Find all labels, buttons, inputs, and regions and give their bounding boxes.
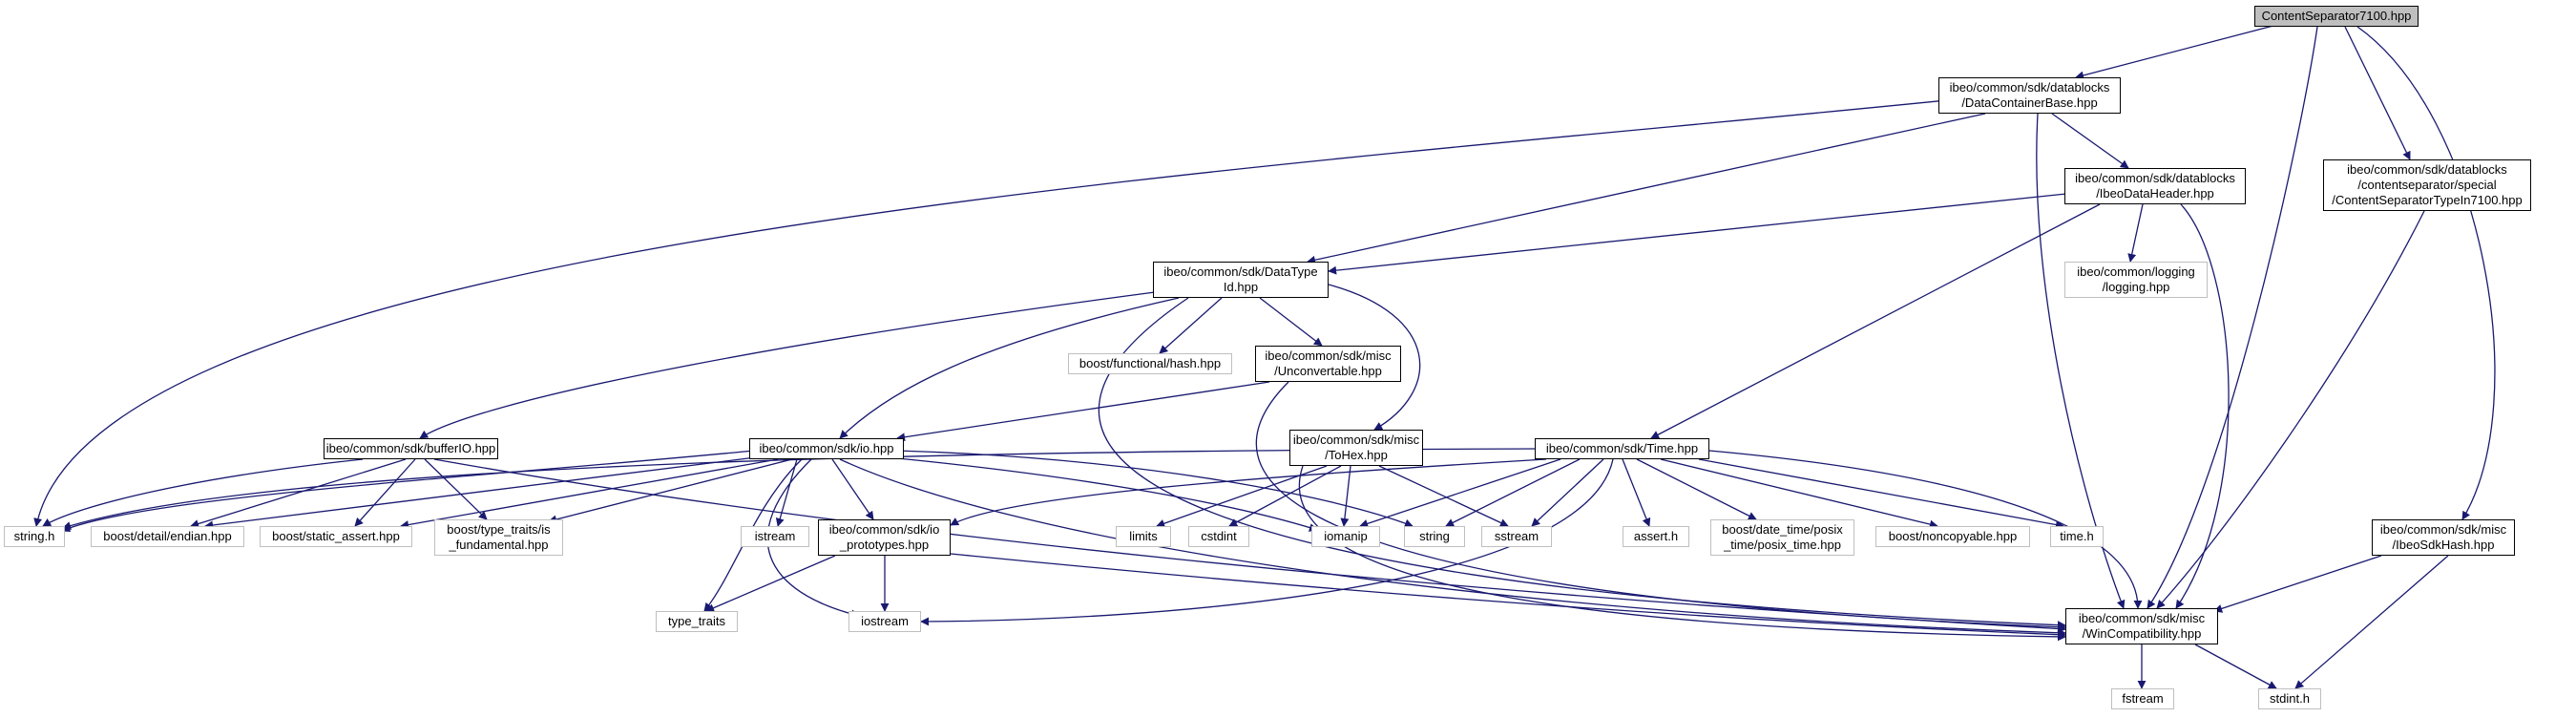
node-fstream[interactable]: fstream xyxy=(2111,688,2174,709)
edge-time-to-posix-time xyxy=(1636,458,1757,520)
node-iostream[interactable]: iostream xyxy=(848,611,921,632)
edge-bufferio-to-is-fundamental xyxy=(424,458,488,520)
node-io-prototypes[interactable]: ibeo/common/sdk/io _prototypes.hpp xyxy=(818,519,951,556)
edge-tohex-to-sstream xyxy=(1378,465,1509,527)
node-time-h[interactable]: time.h xyxy=(2050,526,2104,547)
edge-bufferio-to-static-assert xyxy=(354,458,416,527)
edge-io-to-static-assert xyxy=(400,458,779,530)
node-time[interactable]: ibeo/common/sdk/Time.hpp xyxy=(1535,438,1709,459)
edge-datacontainerbase-to-wincompat xyxy=(2036,113,2126,609)
node-root-file[interactable]: ContentSeparator7100.hpp xyxy=(2254,6,2419,27)
node-type-traits[interactable]: type_traits xyxy=(656,611,738,632)
edge-io-to-iostream xyxy=(766,458,860,619)
dependency-edges xyxy=(33,15,2496,689)
node-string[interactable]: string xyxy=(1404,526,1465,547)
edge-datatypeid-to-wincompat xyxy=(1098,297,2066,630)
edge-ibeodataheader-to-datatypeid xyxy=(1328,193,2067,275)
edge-datacontainerbase-to-ibeodataheader xyxy=(2051,113,2129,169)
edge-datatypeid-to-bufferio xyxy=(419,291,1156,439)
node-istream[interactable]: istream xyxy=(741,526,809,547)
edge-io-to-is-fundamental xyxy=(548,458,793,524)
node-boost-is-fundamental[interactable]: boost/type_traits/is _fundamental.hpp xyxy=(434,519,563,556)
node-boost-static-assert[interactable]: boost/static_assert.hpp xyxy=(260,526,412,547)
edge-datacontainerbase-to-datatypeid xyxy=(1307,113,1986,264)
edge-root-to-cstypein xyxy=(2344,26,2411,160)
edge-datatypeid-to-functional-hash xyxy=(1159,297,1223,354)
edge-io-to-endian xyxy=(204,455,764,530)
node-boost-endian[interactable]: boost/detail/endian.hpp xyxy=(91,526,244,547)
node-ibeo-sdk-hash[interactable]: ibeo/common/sdk/misc /IbeoSdkHash.hpp xyxy=(2372,519,2515,556)
node-win-compatibility[interactable]: ibeo/common/sdk/misc /WinCompatibility.h… xyxy=(2065,608,2218,644)
edge-unconvertable-to-wincompat xyxy=(1255,381,2066,632)
edge-ibeodataheader-to-time xyxy=(1650,203,2101,439)
edge-tohex-to-iomanip xyxy=(1340,465,1351,527)
node-io[interactable]: ibeo/common/sdk/io.hpp xyxy=(749,438,904,459)
edge-root-to-ibeosdkhash xyxy=(2356,26,2496,520)
node-boost-posix-time[interactable]: boost/date_time/posix _time/posix_time.h… xyxy=(1710,519,1854,556)
edge-io-to-string-h xyxy=(61,450,755,532)
edge-io-to-string xyxy=(896,450,1414,528)
edge-root-to-wincompat xyxy=(2147,26,2318,609)
edge-io-to-istream xyxy=(775,458,798,527)
node-sstream[interactable]: sstream xyxy=(1481,526,1552,547)
edge-time-to-assert-h xyxy=(1622,458,1651,527)
node-datatype-id[interactable]: ibeo/common/sdk/DataType Id.hpp xyxy=(1153,262,1329,298)
edge-datatypeid-to-unconvertable xyxy=(1259,297,1323,347)
edge-bufferio-to-string-h xyxy=(42,458,364,527)
node-limits[interactable]: limits xyxy=(1116,526,1171,547)
node-boost-functional-hash[interactable]: boost/functional/hash.hpp xyxy=(1068,353,1232,374)
node-unconvertable[interactable]: ibeo/common/sdk/misc /Unconvertable.hpp xyxy=(1255,346,1401,382)
node-content-separator-type-in-7100[interactable]: ibeo/common/sdk/datablocks /contentsepar… xyxy=(2323,159,2531,211)
node-buffer-io[interactable]: ibeo/common/sdk/bufferIO.hpp xyxy=(324,438,498,459)
edge-time-to-iostream xyxy=(920,458,1614,626)
edge-tohex-to-wincompat xyxy=(1298,465,2066,642)
edge-datacontainerbase-to-string-h xyxy=(33,98,1958,527)
edge-io-prototypes-to-wincompat xyxy=(950,553,2066,640)
edge-ibeosdkhash-to-wincompat xyxy=(2213,555,2382,613)
edge-tohex-to-cstdint xyxy=(1228,465,1342,527)
edge-io-to-iomanip xyxy=(877,455,1318,532)
edge-io-to-io-prototypes xyxy=(831,458,874,520)
edge-datatypeid-to-tohex xyxy=(1328,284,1421,431)
node-iomanip[interactable]: iomanip xyxy=(1311,526,1380,547)
edge-ibeodataheader-to-logging xyxy=(2127,203,2144,263)
edge-cstypein-to-wincompat xyxy=(2156,210,2425,609)
edge-ibeosdkhash-to-stdint-h xyxy=(2294,555,2449,689)
node-tohex[interactable]: ibeo/common/sdk/misc /ToHex.hpp xyxy=(1289,430,1423,466)
edge-time-to-io-prototypes xyxy=(950,458,1547,526)
edge-unconvertable-to-io xyxy=(896,381,1270,442)
edge-time-to-time-h xyxy=(1698,458,2064,529)
edge-bufferio-to-wincompat xyxy=(433,458,2066,634)
edge-io-to-wincompat xyxy=(839,458,2066,638)
node-data-container-base[interactable]: ibeo/common/sdk/datablocks /DataContaine… xyxy=(1938,77,2121,114)
edge-time-to-sstream xyxy=(1531,458,1604,527)
node-string-h[interactable]: string.h xyxy=(4,526,65,547)
node-ibeo-data-header[interactable]: ibeo/common/sdk/datablocks /IbeoDataHead… xyxy=(2064,168,2246,204)
node-stdint-h[interactable]: stdint.h xyxy=(2258,688,2321,709)
edge-time-to-iomanip xyxy=(1359,458,1561,528)
edge-time-to-string xyxy=(1445,458,1581,527)
edge-time-to-noncopyable xyxy=(1660,458,1938,529)
node-boost-noncopyable[interactable]: boost/noncopyable.hpp xyxy=(1875,526,2030,547)
node-assert-h[interactable]: assert.h xyxy=(1623,526,1689,547)
edge-wincompat-to-stdint-h xyxy=(2194,644,2277,689)
edge-ibeodataheader-to-wincompat xyxy=(2175,203,2230,609)
edge-datatypeid-to-io xyxy=(839,297,1180,439)
node-logging[interactable]: ibeo/common/logging /logging.hpp xyxy=(2064,262,2208,298)
node-cstdint[interactable]: cstdint xyxy=(1188,526,1249,547)
edge-bufferio-to-endian xyxy=(190,458,407,528)
edge-io-prototypes-to-type-traits xyxy=(705,555,836,612)
edge-time-to-wincompat xyxy=(1708,450,2143,609)
